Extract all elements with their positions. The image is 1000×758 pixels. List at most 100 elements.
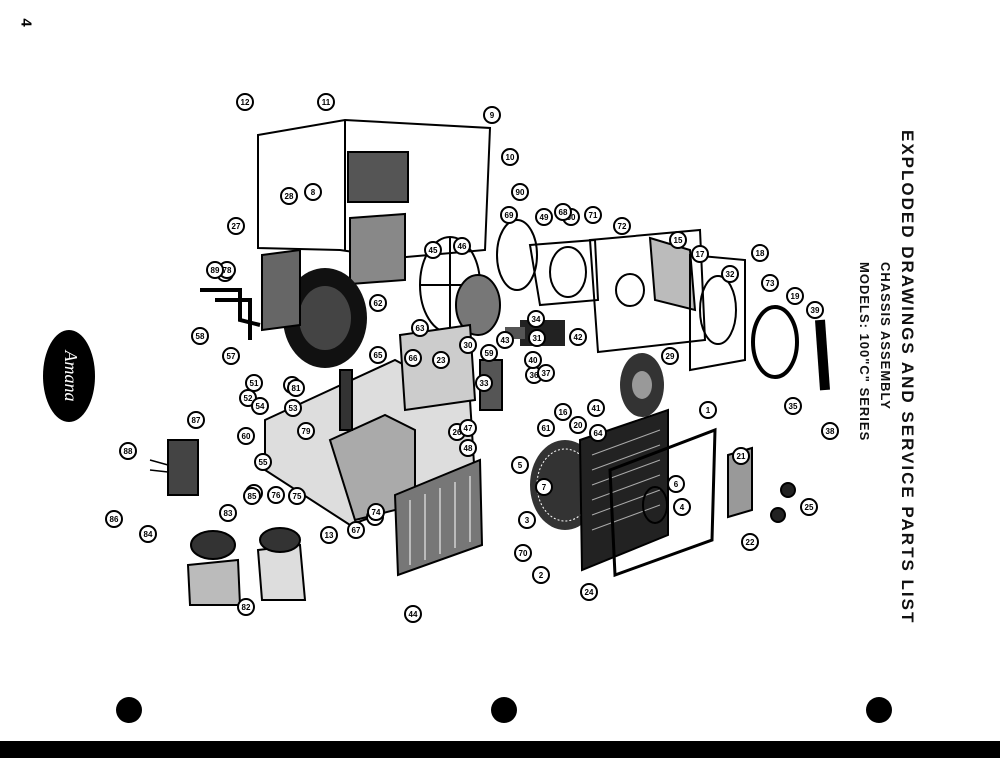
callout-number: 48 [464, 444, 473, 453]
callout-number: 13 [325, 531, 334, 540]
brand-logo: Amana [43, 330, 95, 422]
callout-number: 24 [585, 588, 594, 597]
callout-bubble [580, 583, 598, 601]
orifice-panel [689, 253, 799, 379]
callout-bubble [369, 294, 387, 312]
condenser-fan-wheel [419, 236, 501, 336]
callout-bubble [667, 475, 685, 493]
callout-bubble [587, 399, 605, 417]
callout-bubble [369, 346, 387, 364]
callout-number: 16 [559, 408, 568, 417]
callout-bubble [786, 287, 804, 305]
callout-bubble [480, 344, 498, 362]
relay-overload [149, 439, 199, 496]
callout-bubble [404, 349, 422, 367]
callout-number: 88 [124, 447, 133, 456]
callout-number: 73 [766, 279, 775, 288]
callout-number: 58 [196, 332, 205, 341]
callout-bubble [589, 424, 607, 442]
callout-number: 60 [242, 432, 251, 441]
callout-bubble [569, 328, 587, 346]
callout-number: 5 [518, 461, 523, 470]
callout-number: 11 [322, 98, 331, 107]
callout-number: 4 [680, 503, 685, 512]
callout-bubble [206, 261, 224, 279]
callout-number: 46 [458, 242, 467, 251]
callout-number: 3 [525, 516, 530, 525]
callout-number: 89 [211, 266, 220, 275]
callout-number: 10 [506, 153, 515, 162]
callout-number: 17 [696, 250, 705, 259]
callout-bubble [613, 217, 631, 235]
evaporator-fan-wheel [620, 353, 664, 417]
callout-bubble [243, 487, 261, 505]
callout-number: 62 [374, 299, 383, 308]
callout-number: 41 [592, 404, 601, 413]
callout-number: 25 [805, 503, 814, 512]
front-grille [578, 408, 669, 572]
callout-bubble [139, 525, 157, 543]
callout-number: 79 [302, 427, 311, 436]
callout-number: 65 [374, 351, 383, 360]
callout-number: 78 [223, 266, 232, 275]
callout-number: 52 [244, 394, 253, 403]
callout-number: 6 [674, 480, 679, 489]
callout-number: 67 [352, 526, 361, 535]
callout-number: 1 [706, 406, 711, 415]
callout-bubble [500, 206, 518, 224]
callout-bubble [732, 447, 750, 465]
control-panel [727, 446, 796, 523]
callout-number: 30 [464, 341, 473, 350]
callout-number: 55 [259, 458, 268, 467]
binder-hole-right [866, 697, 892, 723]
callout-number: 59 [485, 349, 494, 358]
callout-number: 31 [533, 334, 542, 343]
callout-number: 61 [542, 424, 551, 433]
page-subtitle: CHASSIS ASSEMBLY [878, 262, 893, 410]
callout-number: 27 [232, 222, 241, 231]
callout-number: 15 [674, 236, 683, 245]
callout-bubble [280, 187, 298, 205]
callout-number: 32 [726, 270, 735, 279]
callout-number: 37 [542, 369, 551, 378]
callout-bubble [528, 329, 546, 347]
callout-bubble [537, 364, 555, 382]
callout-bubble [245, 374, 263, 392]
callout-bubble [554, 203, 572, 221]
callout-bubble [514, 544, 532, 562]
callout-bubble [227, 217, 245, 235]
blower-housing [496, 219, 600, 307]
callout-bubble [237, 427, 255, 445]
callout-number: 42 [574, 333, 583, 342]
callout-number: 83 [224, 509, 233, 518]
callout-number: 84 [144, 530, 153, 539]
callout-number: 74 [372, 508, 381, 517]
page-title: EXPLODED DRAWINGS AND SERVICE PARTS LIST [898, 130, 917, 625]
callout-number: 45 [429, 246, 438, 255]
callout-number: 90 [516, 188, 525, 197]
refrigerant-tubing [200, 288, 830, 391]
callout-number: 33 [480, 379, 489, 388]
compressor-covers [186, 527, 307, 606]
callout-number: 36 [530, 371, 539, 380]
callout-number: 54 [256, 402, 265, 411]
callout-bubble [284, 399, 302, 417]
callout-bubble [721, 265, 739, 283]
callout-number: 18 [756, 249, 765, 258]
callout-bubble [453, 237, 471, 255]
callout-bubble [459, 439, 477, 457]
callout-bubble [800, 498, 818, 516]
callout-bubble [187, 411, 205, 429]
callout-bubble [317, 93, 335, 111]
svg-text:Amana: Amana [61, 350, 81, 402]
callout-number: 35 [789, 402, 798, 411]
callout-bubble [661, 347, 679, 365]
model-series: MODELS: 100"C" SERIES [857, 262, 872, 442]
callout-bubble [287, 379, 305, 397]
callout-number: 71 [589, 211, 598, 220]
callout-bubble [669, 231, 687, 249]
callout-number: 20 [574, 421, 583, 430]
callout-bubble [554, 403, 572, 421]
callout-bubble [222, 347, 240, 365]
callout-number: 87 [192, 416, 201, 425]
